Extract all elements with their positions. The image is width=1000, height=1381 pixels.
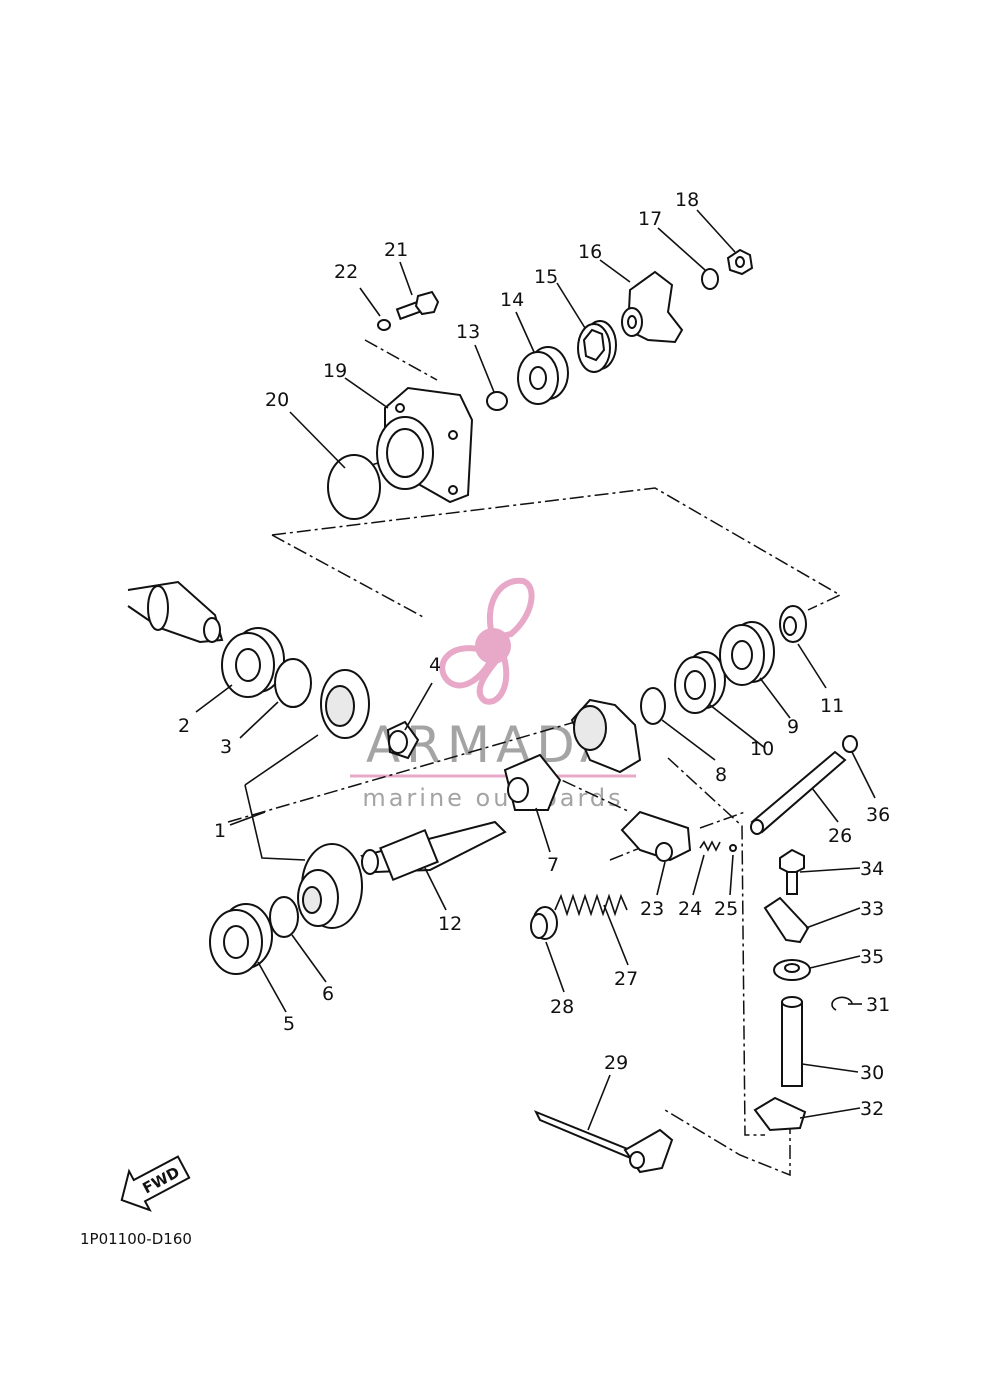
part-26-shift-rod — [750, 750, 847, 835]
part-7-dog-clutch — [503, 753, 562, 811]
callout-30: 30 — [860, 1062, 884, 1084]
callout-12: 12 — [438, 913, 462, 935]
callout-3: 3 — [220, 736, 232, 758]
part-23-shift-plunger — [620, 810, 692, 862]
part-8-o-ring — [640, 687, 666, 725]
drawing-code: 1P01100-D160 — [80, 1230, 192, 1248]
part-15-oil-seal — [577, 320, 617, 373]
callout-8: 8 — [715, 764, 727, 786]
callout-11: 11 — [820, 695, 844, 717]
part-9-bearing — [719, 621, 775, 686]
armada-watermark: ARMADA marine outboards — [350, 577, 636, 812]
part-3-o-ring — [274, 658, 312, 708]
callout-15: 15 — [534, 266, 558, 288]
watermark-tagline: marine outboards — [362, 784, 623, 812]
part-34-bolt — [779, 848, 805, 895]
part-32-lever — [753, 1096, 807, 1132]
callout-25: 25 — [714, 898, 738, 920]
part-11-circlip — [779, 605, 807, 643]
part-13-o-ring — [486, 391, 508, 411]
callout-7: 7 — [547, 854, 559, 876]
part-4-sleeve — [386, 720, 420, 760]
callout-36: 36 — [866, 804, 890, 826]
callout-24: 24 — [678, 898, 702, 920]
part-17-washer — [701, 268, 719, 290]
callout-6: 6 — [322, 983, 334, 1005]
part-12-propeller-shaft — [360, 820, 507, 882]
part-1-gear — [320, 669, 370, 739]
part-30-shift-rod — [781, 996, 803, 1087]
fwd-arrow-icon: FWD — [120, 1155, 191, 1212]
part-19-housing — [376, 386, 474, 504]
callout-19: 19 — [323, 360, 347, 382]
part-22-washer — [377, 319, 391, 331]
callout-21: 21 — [384, 239, 408, 261]
callout-9: 9 — [787, 716, 799, 738]
callout-4: 4 — [429, 654, 441, 676]
part-5-bearing — [209, 903, 273, 975]
part-27-spring — [554, 893, 628, 917]
part-1-bevel-gear — [570, 698, 642, 774]
part-36-ball — [842, 735, 858, 753]
callout-27: 27 — [614, 968, 638, 990]
part-29-shift-shaft — [533, 1110, 674, 1174]
callout-20: 20 — [265, 389, 289, 411]
callout-18: 18 — [675, 189, 699, 211]
leader-lines — [195, 209, 876, 1131]
callout-17: 17 — [638, 208, 662, 230]
part-14-bearing — [517, 346, 569, 405]
callout-13: 13 — [456, 321, 480, 343]
callout-33: 33 — [860, 898, 884, 920]
callout-23: 23 — [640, 898, 664, 920]
callout-32: 32 — [860, 1098, 884, 1120]
callout-numbers: 1 2 3 4 5 6 7 8 9 10 11 12 13 14 15 16 1… — [178, 189, 890, 1120]
propeller-shaft-end — [127, 580, 224, 644]
callout-10: 10 — [750, 738, 774, 760]
part-25-ball — [729, 844, 737, 852]
part-21-bolt — [395, 290, 440, 321]
part-2-bearing — [221, 627, 285, 698]
part-20-gasket — [327, 454, 381, 520]
callout-28: 28 — [550, 996, 574, 1018]
assembly-guide-lines — [227, 339, 842, 1177]
part-6-washer — [269, 896, 299, 938]
callout-1: 1 — [214, 820, 226, 842]
callout-35: 35 — [860, 946, 884, 968]
part-1-forward-gear — [297, 843, 363, 929]
part-28-collar — [530, 906, 558, 940]
part-18-nut — [726, 248, 754, 276]
callout-31: 31 — [866, 994, 890, 1016]
callout-29: 29 — [604, 1052, 628, 1074]
part-35-washer — [773, 959, 811, 981]
callout-34: 34 — [860, 858, 884, 880]
callout-2: 2 — [178, 715, 190, 737]
part-33-plate — [763, 896, 810, 944]
part-24-spring — [699, 840, 721, 852]
part-10-bearing — [674, 651, 726, 714]
callout-26: 26 — [828, 825, 852, 847]
callout-22: 22 — [334, 261, 358, 283]
part-31-circlip — [831, 996, 853, 1011]
callout-14: 14 — [500, 289, 524, 311]
callout-5: 5 — [283, 1013, 295, 1035]
callout-16: 16 — [578, 241, 602, 263]
propeller-logo-icon — [439, 577, 535, 705]
part-16-yoke — [621, 270, 684, 344]
